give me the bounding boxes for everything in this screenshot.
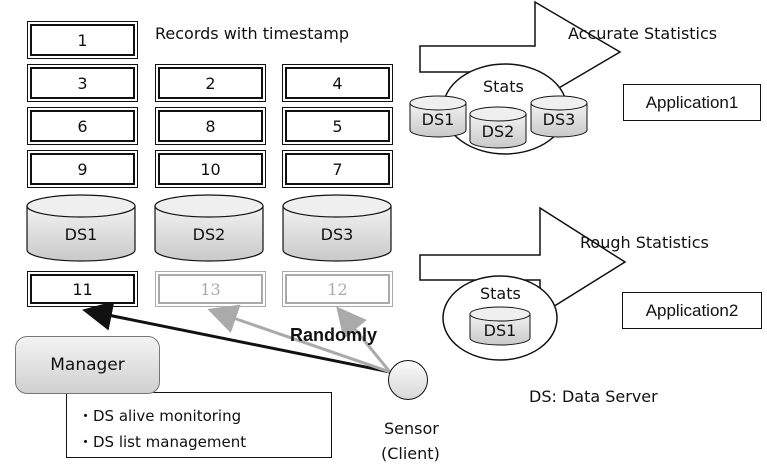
- stats-bottom-ds1-cylinder: [469, 306, 531, 346]
- record-13: 13: [155, 271, 266, 307]
- record-6: 6: [27, 107, 138, 145]
- stats-top-ds1-label: DS1: [421, 109, 455, 129]
- application1-box: Application1: [623, 84, 761, 121]
- rough-statistics-label: Rough Statistics: [580, 233, 709, 252]
- ds1-label: DS1: [64, 224, 98, 244]
- stats-top-title: Stats: [483, 77, 524, 96]
- record-5: 5: [282, 107, 393, 145]
- record-12: 12: [282, 271, 393, 307]
- task-list-management: ・DS list management: [78, 433, 247, 451]
- record-4: 4: [282, 64, 393, 102]
- stats-top-ds2-cylinder: [469, 106, 527, 149]
- application2-box: Application2: [622, 292, 762, 329]
- rough-stats-arrow: [419, 206, 627, 317]
- stats-top-ds3-cylinder: [530, 95, 588, 138]
- task-alive-monitoring: ・DS alive monitoring: [78, 407, 242, 425]
- sensor-label: Sensor: [384, 419, 439, 438]
- ds2-cylinder: [154, 194, 264, 262]
- arrow-to-ds3: [336, 306, 392, 373]
- arrow-to-ds1: [82, 301, 391, 374]
- stats-top-ds2-label: DS2: [481, 121, 515, 141]
- stats-top-ds3-label: DS3: [542, 109, 576, 129]
- record-3: 3: [27, 64, 138, 102]
- sensor-circle: [388, 360, 428, 400]
- ds3-cylinder: [282, 194, 392, 262]
- manager-tasks-box: [66, 392, 332, 458]
- stats-top-ds1-cylinder: [409, 95, 467, 138]
- ds2-label: DS2: [192, 224, 226, 244]
- record-11: 11: [27, 271, 138, 307]
- arrow-to-ds2: [207, 304, 391, 374]
- record-8: 8: [155, 107, 266, 145]
- accurate-stats-arrow: [419, 0, 622, 104]
- legend-data-server: DS: Data Server: [529, 387, 658, 406]
- records-caption: Records with timestamp: [155, 24, 350, 43]
- stats-bottom-ds1-label: DS1: [483, 320, 517, 340]
- record-10: 10: [155, 150, 266, 188]
- ds3-label: DS3: [320, 224, 354, 244]
- sensor-client-label: (Client): [381, 444, 440, 463]
- manager-box: Manager: [15, 336, 160, 394]
- ds1-cylinder: [26, 194, 136, 262]
- record-1: 1: [27, 21, 138, 59]
- record-9: 9: [27, 150, 138, 188]
- randomly-label: Randomly: [290, 325, 378, 345]
- stats-bottom-title: Stats: [480, 284, 521, 303]
- record-7: 7: [282, 150, 393, 188]
- record-2: 2: [155, 64, 266, 102]
- accurate-statistics-label: Accurate Statistics: [568, 24, 718, 43]
